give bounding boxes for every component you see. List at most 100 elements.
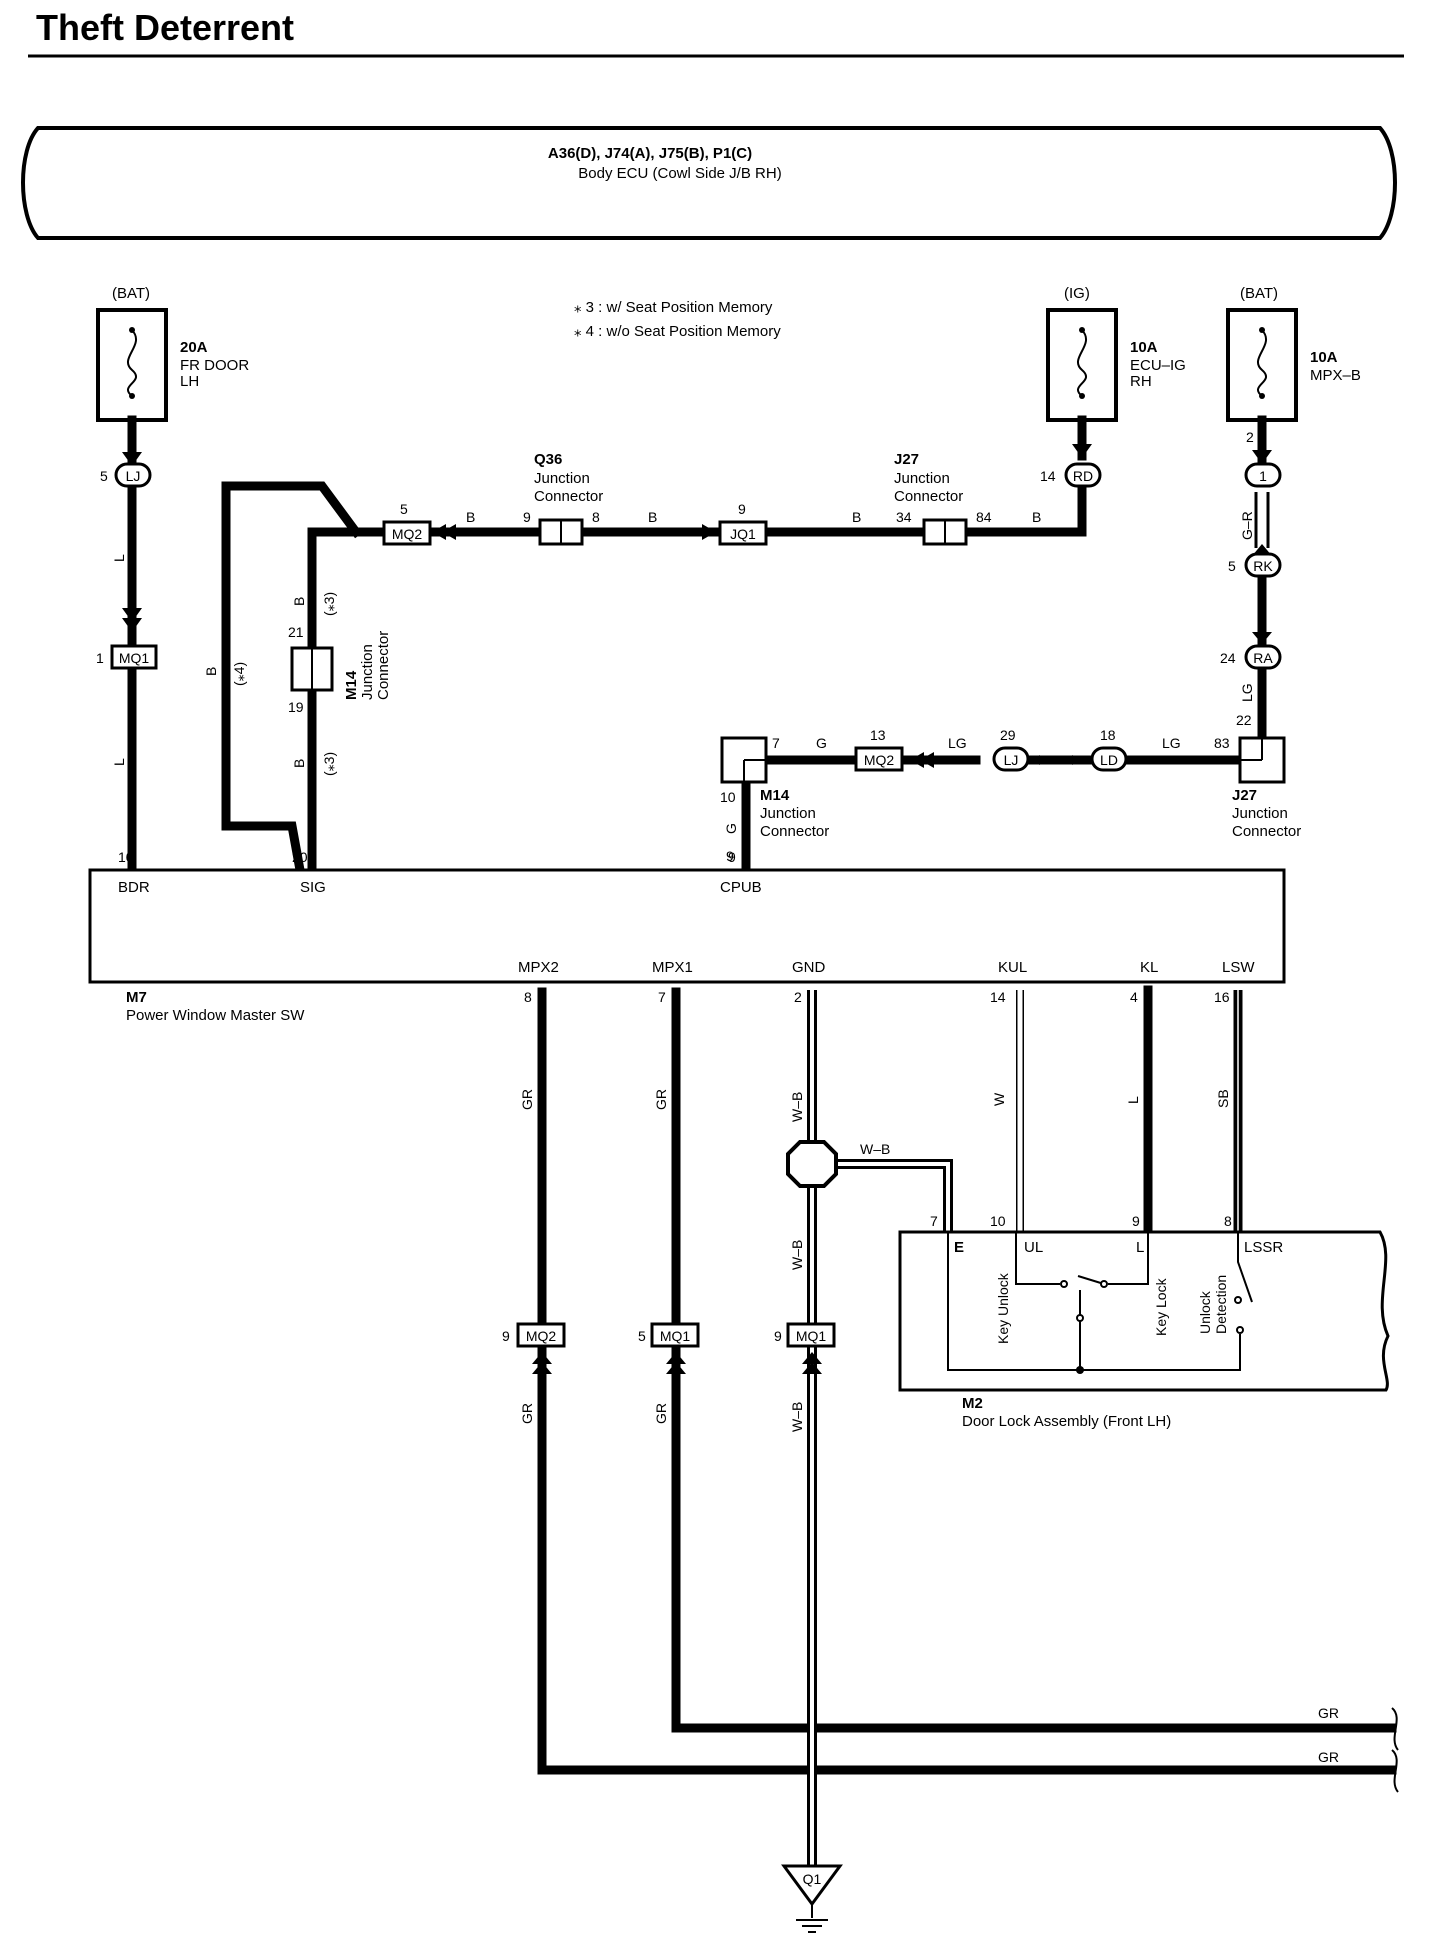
wire-mpx2 [537,987,1397,1775]
svg-text:2: 2 [1246,429,1254,445]
svg-text:M14: M14 [760,787,790,804]
svg-text:Junction: Junction [894,470,950,487]
svg-text:8: 8 [524,989,532,1005]
svg-text:JQ1: JQ1 [730,526,756,542]
connector-ld: LD 18 [1090,727,1128,772]
svg-text:B: B [1032,509,1041,525]
svg-text:FR DOOR: FR DOOR [180,357,249,374]
svg-text:L: L [111,758,127,766]
svg-text:MQ2: MQ2 [392,526,423,542]
svg-text:MPX2: MPX2 [518,959,559,976]
svg-text:9: 9 [726,848,734,864]
svg-text:14: 14 [990,989,1006,1005]
note-no-seat-memory: ⁎ 4 : w/o Seat Position Memory [574,323,781,340]
svg-text:14: 14 [1040,468,1056,484]
svg-text:(⁎3): (⁎3) [321,592,337,616]
svg-text:5: 5 [100,468,108,484]
svg-text:MQ1: MQ1 [660,1328,691,1344]
svg-text:MQ2: MQ2 [526,1328,557,1344]
svg-text:9: 9 [1132,1213,1140,1229]
svg-text:B: B [203,667,219,676]
wire-mpx1 [671,987,1397,1733]
svg-text:RH: RH [1130,373,1152,390]
svg-text:10A: 10A [1130,339,1158,356]
svg-text:M7: M7 [126,989,147,1006]
svg-text:21: 21 [288,624,304,640]
svg-text:MQ1: MQ1 [796,1328,827,1344]
svg-text:RK: RK [1253,558,1273,574]
connector-lj-mid: LJ 29 [992,727,1030,772]
svg-text:J27: J27 [1232,787,1257,804]
svg-text:Junction: Junction [1232,805,1288,822]
svg-text:GR: GR [519,1403,535,1424]
svg-text:GR: GR [519,1089,535,1110]
svg-text:9: 9 [523,509,531,525]
svg-text:B: B [648,509,657,525]
svg-text:LJ: LJ [126,468,141,484]
svg-text:G–R: G–R [1239,511,1255,540]
svg-text:34: 34 [896,509,912,525]
svg-text:Unlock: Unlock [1197,1290,1213,1334]
svg-text:Connector: Connector [534,488,603,505]
svg-text:GND: GND [792,959,826,976]
svg-text:W–B: W–B [789,1092,805,1122]
svg-text:ECU–IG: ECU–IG [1130,357,1186,374]
connector-mq1-ground: MQ1 9 [774,1322,836,1348]
svg-text:W–B: W–B [789,1240,805,1270]
note-seat-memory: ⁎ 3 : w/ Seat Position Memory [574,299,773,316]
svg-text:MQ2: MQ2 [864,752,895,768]
svg-text:1: 1 [1259,468,1267,484]
svg-text:W–B: W–B [860,1141,890,1157]
svg-text:Connector: Connector [760,823,829,840]
connector-ra: RA 24 [1220,644,1282,670]
connector-jq1: JQ1 9 [718,501,768,546]
svg-text:RA: RA [1253,650,1273,666]
svg-text:24: 24 [1220,650,1236,666]
connector-mq2-bottom: MQ2 9 [502,1322,566,1348]
svg-text:B: B [852,509,861,525]
wires [127,415,1397,1870]
svg-text:LH: LH [180,373,199,390]
svg-text:16: 16 [1214,989,1230,1005]
svg-text:J27: J27 [894,451,919,468]
connector-lj-left: LJ 5 [100,462,152,488]
junction-j27-top: J27 Junction Connector 34 84 [894,451,992,546]
wire-sig [307,527,393,875]
svg-text:KL: KL [1140,959,1158,976]
svg-text:B: B [466,509,475,525]
svg-text:MQ1: MQ1 [119,650,150,666]
svg-text:UL: UL [1024,1239,1043,1256]
wire-b-top [427,481,1087,537]
svg-text:LJ: LJ [1004,752,1019,768]
svg-text:Key Lock: Key Lock [1153,1277,1169,1336]
junction-j27-lower: 22 83 J27 Junction Connector [1214,712,1301,840]
svg-text:9: 9 [738,501,746,517]
connector-mq1-left: MQ1 1 [96,644,158,670]
page-title: Theft Deterrent [36,7,294,48]
svg-text:W–B: W–B [789,1402,805,1432]
svg-text:M2: M2 [962,1395,983,1412]
splice-point [786,1140,838,1188]
svg-text:L: L [1125,1096,1141,1104]
svg-text:7: 7 [658,989,666,1005]
svg-text:L: L [1136,1239,1144,1256]
connector-rd: RD 14 [1040,462,1102,488]
svg-text:8: 8 [1224,1213,1232,1229]
connector-mq2-mid: MQ2 13 [854,727,904,772]
body-ecu-box: A36(D), J74(A), J75(B), P1(C) Body ECU (… [21,126,1397,240]
svg-text:GR: GR [1318,1749,1339,1765]
svg-text:SB: SB [1215,1089,1231,1108]
svg-text:5: 5 [638,1328,646,1344]
svg-text:Key Unlock: Key Unlock [995,1272,1011,1344]
svg-text:20: 20 [292,849,308,865]
fuse-icon [126,329,138,397]
svg-text:2: 2 [794,989,802,1005]
svg-text:Power Window Master SW: Power Window Master SW [126,1007,305,1024]
svg-text:4: 4 [1130,989,1138,1005]
svg-text:9: 9 [728,849,736,865]
svg-text:7: 7 [772,735,780,751]
svg-text:GR: GR [1318,1705,1339,1721]
svg-text:Connector: Connector [1232,823,1301,840]
svg-text:10A: 10A [1310,349,1338,366]
